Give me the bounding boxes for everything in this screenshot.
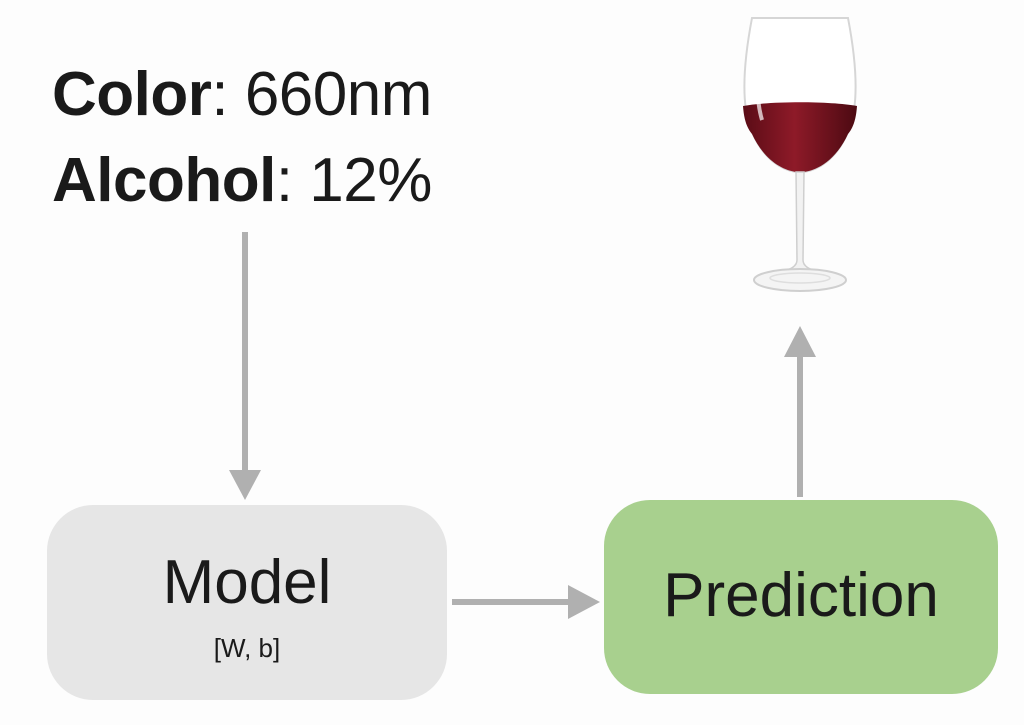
feature-alcohol-value: : 12% — [275, 146, 433, 215]
input-features: Color: 660nm Alcohol: 12% — [52, 52, 432, 224]
arrow-features-to-model-shaft — [242, 232, 248, 472]
arrow-model-to-prediction-shaft — [452, 599, 570, 605]
prediction-label: Prediction — [663, 561, 939, 630]
feature-alcohol-name: Alcohol — [52, 146, 276, 215]
arrow-features-to-model-head — [229, 470, 261, 500]
arrow-prediction-to-wine-head — [784, 326, 816, 357]
wine-glass-icon — [743, 17, 857, 292]
prediction-box: Prediction — [604, 500, 998, 694]
arrow-model-to-prediction-head — [568, 585, 600, 619]
feature-color-name: Color — [52, 60, 212, 129]
feature-color-value: : 660nm — [211, 60, 432, 129]
model-title: Model — [162, 548, 332, 617]
model-box: Model [W, b] — [47, 505, 447, 700]
feature-alcohol: Alcohol: 12% — [52, 138, 432, 224]
model-params: [W, b] — [213, 633, 281, 663]
feature-color: Color: 660nm — [52, 52, 432, 138]
arrow-prediction-to-wine-shaft — [797, 355, 803, 497]
